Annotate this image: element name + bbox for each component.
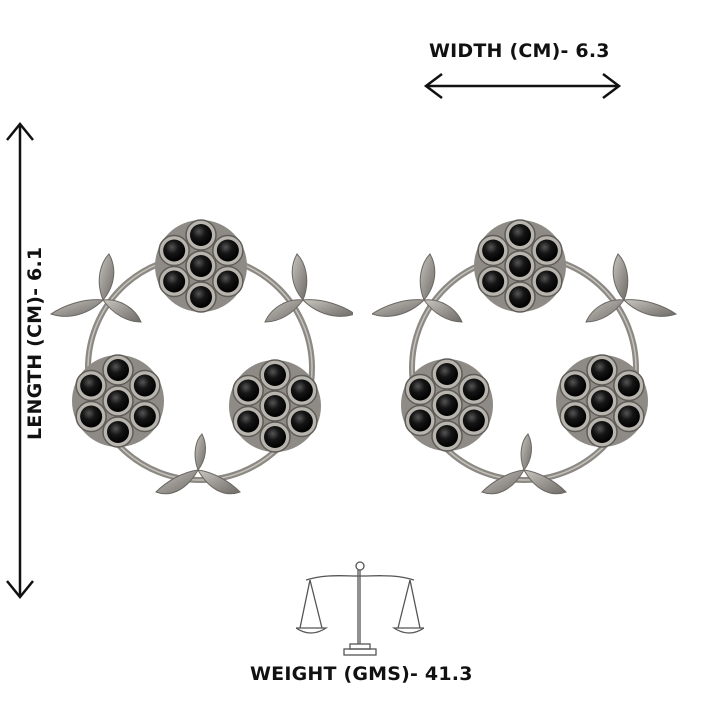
balance-scale-icon [296, 561, 424, 656]
stone-cluster-left [401, 358, 493, 452]
earring-right [372, 219, 677, 495]
stone-cluster-top [155, 219, 247, 313]
stone-cluster-right [556, 354, 648, 448]
width-arrow-icon [423, 73, 622, 99]
weight-label: WEIGHT (GMS)- 41.3 [250, 663, 473, 685]
earring-left [49, 219, 353, 495]
stone-cluster-right [229, 359, 321, 453]
length-arrow-icon [6, 122, 34, 599]
stone-cluster-left [72, 354, 164, 448]
stone-cluster-top [474, 219, 566, 313]
width-label: WIDTH (CM)- 6.3 [429, 40, 610, 62]
